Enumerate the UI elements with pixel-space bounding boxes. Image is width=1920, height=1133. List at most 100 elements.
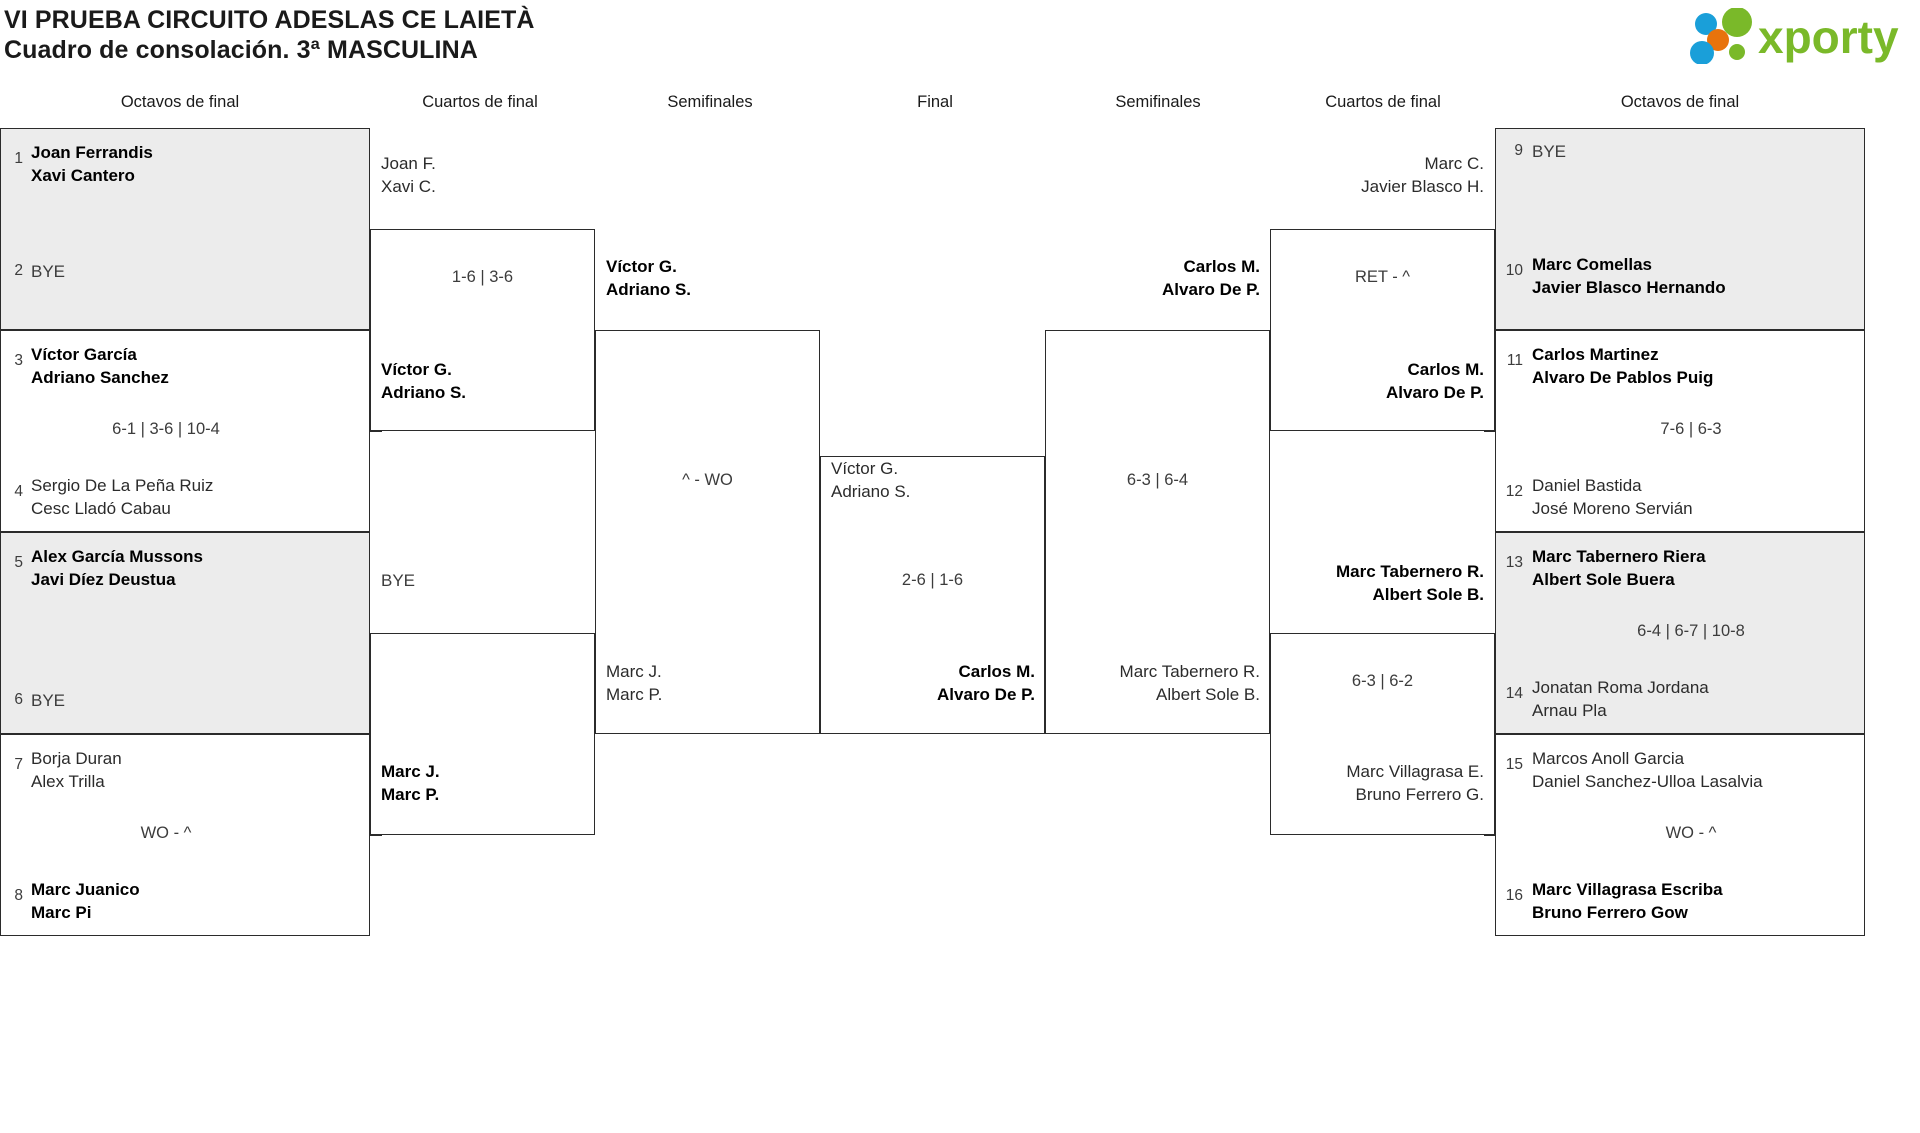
player-name: Víctor García — [31, 345, 137, 364]
connector-final — [820, 456, 1045, 734]
seed-number: 16 — [1505, 887, 1523, 904]
round-header-right-semis: Semifinales — [1115, 93, 1201, 111]
match-score: WO - ^ — [1665, 824, 1717, 842]
player-name: Adriano Sanchez — [31, 368, 169, 387]
seed-number: 8 — [14, 887, 23, 904]
connector-right-semis — [1045, 330, 1270, 734]
player-name: Marc Comellas — [1532, 255, 1652, 274]
seed-number: 1 — [14, 150, 23, 167]
player-name: Víctor G. — [606, 257, 677, 276]
logo-dot-green-small — [1729, 44, 1745, 60]
player-name: Carlos Martinez — [1532, 345, 1659, 364]
player-name: Alvaro De Pablos Puig — [1532, 368, 1714, 387]
logo-dot-blue-top — [1695, 13, 1717, 35]
match-score: 6-1 | 3-6 | 10-4 — [112, 420, 220, 438]
stub — [1484, 633, 1496, 634]
seed-number: 10 — [1505, 262, 1523, 279]
tournament-title: VI PRUEBA CIRCUITO ADESLAS CE LAIETÀ — [4, 6, 535, 34]
player-name: José Moreno Servián — [1532, 499, 1693, 518]
match-block-left-oct-2[interactable]: 3 Víctor García Adriano Sanchez 4 Sergio… — [0, 330, 370, 532]
player-name: Arnau Pla — [1532, 701, 1607, 720]
round-header-left-cuartos: Cuartos de final — [422, 93, 538, 111]
player-name: BYE — [31, 262, 66, 281]
match-score: 2-6 | 1-6 — [901, 571, 964, 589]
player-name: Marc Tabernero R. — [1119, 662, 1260, 681]
stub — [1484, 431, 1496, 432]
player-name: Marc Tabernero R. — [1335, 562, 1484, 581]
page-title: VI PRUEBA CIRCUITO ADESLAS CE LAIETÀ Cua… — [4, 5, 535, 65]
player-name: Xavi C. — [381, 177, 436, 196]
match-score: 7-6 | 6-3 — [1660, 420, 1722, 438]
match-block-right-oct-2[interactable]: 11 Carlos Martinez Alvaro De Pablos Puig… — [1495, 330, 1865, 532]
match-score: 6-3 | 6-2 — [1351, 672, 1414, 690]
logo-dot-orange — [1707, 29, 1729, 51]
tournament-subtitle: Cuadro de consolación. 3ª MASCULINA — [4, 36, 478, 64]
match-score: WO - ^ — [140, 824, 192, 842]
connector-left-cuartos-2 — [370, 633, 595, 835]
logo-dot-blue-bottom — [1690, 41, 1714, 64]
stub — [370, 633, 382, 634]
player-name: Javi Díez Deustua — [31, 570, 176, 589]
match-block-right-oct-1[interactable]: 9 BYE 10 Marc Comellas Javier Blasco Her… — [1495, 128, 1865, 330]
logo-wordmark: xporty — [1758, 11, 1899, 63]
player-name: Carlos M. — [1407, 360, 1484, 379]
seed-number: 14 — [1505, 685, 1523, 702]
match-block-left-oct-3[interactable]: 5 Alex García Mussons Javi Díez Deustua … — [0, 532, 370, 734]
player-name: Cesc Lladó Cabau — [31, 499, 171, 518]
player-name: Marc P. — [381, 785, 440, 804]
stub — [1484, 229, 1496, 230]
player-name: Joan Ferrandis — [31, 143, 153, 162]
player-name: Daniel Bastida — [1532, 476, 1642, 495]
player-name: Marc P. — [606, 685, 663, 704]
player-name: Javier Blasco H. — [1361, 177, 1484, 196]
match-block-right-oct-3[interactable]: 13 Marc Tabernero Riera Albert Sole Buer… — [1495, 532, 1865, 734]
match-block-left-oct-4[interactable]: 7 Borja Duran Alex Trilla 8 Marc Juanico… — [0, 734, 370, 936]
player-name: Xavi Cantero — [31, 166, 135, 185]
connector-right-cuartos-2 — [1270, 633, 1495, 835]
player-name: Javier Blasco Hernando — [1532, 278, 1726, 297]
connector-left-semis — [595, 330, 820, 734]
player-name: BYE — [31, 691, 66, 710]
player-name: BYE — [1532, 142, 1567, 161]
seed-number: 11 — [1506, 352, 1523, 369]
player-name: Marc Juanico — [31, 880, 140, 899]
match-block-left-oct-1[interactable]: 1 Joan Ferrandis Xavi Cantero 2 BYE — [0, 128, 370, 330]
player-name: Adriano S. — [606, 280, 692, 299]
player-name: Albert Sole B. — [1372, 585, 1484, 604]
round-header-right-octavos: Octavos de final — [1620, 93, 1740, 111]
player-name: Marcos Anoll Garcia — [1532, 749, 1685, 768]
player-name: Marc C. — [1424, 154, 1485, 173]
player-name: Jonatan Roma Jordana — [1532, 678, 1709, 697]
player-name: Marc Villagrasa Escriba — [1532, 880, 1723, 899]
seed-number: 4 — [14, 483, 23, 500]
seed-number: 5 — [14, 554, 23, 571]
stub — [370, 229, 382, 230]
player-name: Borja Duran — [31, 749, 122, 768]
player-name: Daniel Sanchez-Ulloa Lasalvia — [1532, 772, 1763, 791]
player-name: Albert Sole Buera — [1532, 570, 1675, 589]
player-name: Alex Trilla — [31, 772, 105, 791]
player-name: Carlos M. — [958, 662, 1035, 681]
player-name: Marc Tabernero Riera — [1532, 547, 1706, 566]
xporty-logo: xporty — [1680, 8, 1912, 64]
seed-number: 3 — [14, 352, 23, 369]
stub — [370, 835, 382, 836]
player-name: Alvaro De P. — [1386, 383, 1484, 402]
player-name: Marc J. — [606, 662, 662, 681]
round-header-left-octavos: Octavos de final — [120, 93, 240, 111]
logo-dot-green-large — [1722, 8, 1752, 37]
seed-number: 6 — [14, 691, 23, 708]
player-name: Alex García Mussons — [31, 547, 203, 566]
player-name: Marc Pi — [31, 903, 92, 922]
match-block-right-oct-4[interactable]: 15 Marcos Anoll Garcia Daniel Sanchez-Ul… — [1495, 734, 1865, 936]
player-name: Bruno Ferrero G. — [1355, 785, 1485, 804]
player-name: Bruno Ferrero Gow — [1532, 903, 1688, 922]
stub — [370, 431, 382, 432]
match-score: RET - ^ — [1354, 268, 1411, 286]
stub — [1484, 835, 1496, 836]
match-score: 6-4 | 6-7 | 10-8 — [1637, 622, 1745, 640]
player-name: Albert Sole B. — [1156, 685, 1260, 704]
player-name: Adriano S. — [831, 482, 911, 501]
seed-number: 15 — [1505, 756, 1523, 773]
player-name: Joan F. — [381, 154, 436, 173]
